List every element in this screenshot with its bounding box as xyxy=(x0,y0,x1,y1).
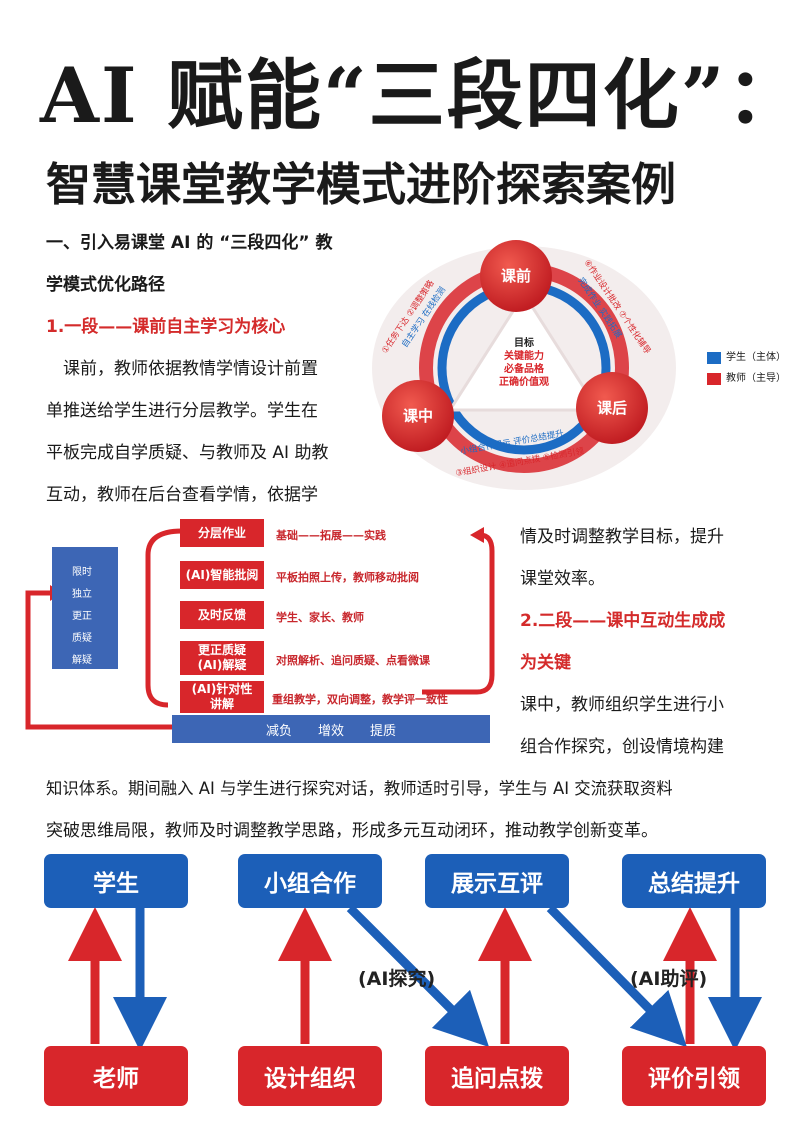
section-heading-line1: 一、引入易课堂 AI 的 “三段四化” 教 xyxy=(46,233,333,253)
node-in-class xyxy=(382,380,454,452)
flow-node-teacher: 老师 xyxy=(44,1046,188,1106)
row-box-targeted-explanation: (AI)针对性 讲解 xyxy=(180,681,264,713)
homework-structure-diagram: 限时 独立 更正 质疑 解疑 分层作业 基础——拓展——实践 (AI)智能批阅 … xyxy=(22,515,512,745)
paragraph-line: 突破思维局限，教师及时调整教学思路，形成多元互动闭环，推动教学创新变革。 xyxy=(46,821,658,841)
node-post-class xyxy=(576,372,648,444)
center-triangle xyxy=(447,291,601,412)
flow-node-student: 学生 xyxy=(44,854,188,908)
row-box-correction: 更正质疑 (AI)解疑 xyxy=(180,641,264,675)
part2-title-cont: 为关键 xyxy=(520,653,571,673)
paragraph-line: 课前，教师依据教情学情设计前置 xyxy=(46,359,318,379)
legend-student-swatch xyxy=(707,352,721,364)
row-description: 对照解析、追问质疑、点看微课 xyxy=(276,654,430,667)
node-pre-label: 课前 xyxy=(501,267,531,285)
paragraph-line: 知识体系。期间融入 AI 与学生进行探究对话，教师适时引导，学生与 AI 交流获… xyxy=(46,779,673,798)
left-step-label: 解疑 xyxy=(72,655,92,666)
left-step-label: 质疑 xyxy=(72,633,92,644)
center-goal-title: 目标 xyxy=(514,336,534,349)
row-description: 基础——拓展——实践 xyxy=(276,529,386,542)
left-steps-box xyxy=(52,547,118,669)
row-description: 学生、家长、教师 xyxy=(276,611,364,624)
left-step-label: 独立 xyxy=(72,589,92,600)
legend-teacher-label: 教师（主导） xyxy=(726,373,786,384)
center-goal-line: 关键能力 xyxy=(504,349,544,362)
right-loop-arrowhead xyxy=(470,527,484,543)
flow-node-evaluate-lead: 评价引领 xyxy=(622,1046,766,1106)
spine-line xyxy=(145,528,183,708)
flow-node-group-work: 小组合作 xyxy=(238,854,382,908)
section-heading-line2: 学模式优化路径 xyxy=(46,275,165,295)
row-box-layered-homework: 分层作业 xyxy=(180,519,264,547)
node-in-label: 课中 xyxy=(403,407,433,425)
flow-node-question-guide: 追问点拨 xyxy=(425,1046,569,1106)
left-step-label: 限时 xyxy=(72,567,92,578)
right-loop-line xyxy=(422,532,495,695)
paragraph-line: 课中，教师组织学生进行小 xyxy=(520,695,724,715)
arrow-group-to-question xyxy=(346,904,490,1048)
left-loop-line xyxy=(25,590,178,730)
part2-title: 2.二段——课中互动生成成 xyxy=(520,611,726,631)
paragraph-line: 组合作探究，创设情境构建 xyxy=(520,737,724,757)
flow-node-summary: 总结提升 xyxy=(622,854,766,908)
center-goal-line: 必备品格 xyxy=(503,362,545,375)
legend-teacher-swatch xyxy=(707,373,721,385)
row-description: 平板拍照上传，教师移动批阅 xyxy=(276,571,419,584)
center-goal-line: 正确价值观 xyxy=(499,375,549,388)
paragraph-line: 平板完成自学质疑、与教师及 AI 助教 xyxy=(46,443,329,463)
flow-node-design: 设计组织 xyxy=(238,1046,382,1106)
paragraph-line: 课堂效率。 xyxy=(520,569,605,589)
row-box-timely-feedback: 及时反馈 xyxy=(180,601,264,629)
three-stage-cycle-diagram: 课前 课中 课后 目标 关键能力 必备品格 正确价值观 ①任务下达 ②调整策略 … xyxy=(372,240,676,490)
flow-node-show-evaluate: 展示互评 xyxy=(425,854,569,908)
outcome-bar: 减负 增效 提质 xyxy=(172,715,490,743)
flow-arrows xyxy=(68,904,762,1051)
arrow-show-to-evaluate xyxy=(546,904,687,1048)
flow-label-ai-evaluate: (AI助评) xyxy=(630,968,708,990)
paragraph-line: 互动，教师在后台查看学情，依据学 xyxy=(46,485,318,505)
page-title: AI 赋能“三段四化”： xyxy=(40,51,800,140)
part1-title: 1.一段——课前自主学习为核心 xyxy=(46,317,286,337)
node-post-label: 课后 xyxy=(597,399,627,417)
paragraph-line: 单推送给学生进行分层教学。学生在 xyxy=(46,401,318,421)
node-pre-class xyxy=(480,240,552,312)
paragraph-line: 情及时调整教学目标，提升 xyxy=(520,527,724,547)
page-subtitle: 智慧课堂教学模式进阶探索案例 xyxy=(46,158,677,211)
row-description: 重组教学，双向调整，教学评一致性 xyxy=(272,693,448,706)
left-step-label: 更正 xyxy=(72,611,92,622)
legend-student-label: 学生（主体） xyxy=(726,352,786,363)
row-box-ai-grading: (AI)智能批阅 xyxy=(180,561,264,589)
flow-label-ai-explore: (AI探究) xyxy=(358,968,436,990)
